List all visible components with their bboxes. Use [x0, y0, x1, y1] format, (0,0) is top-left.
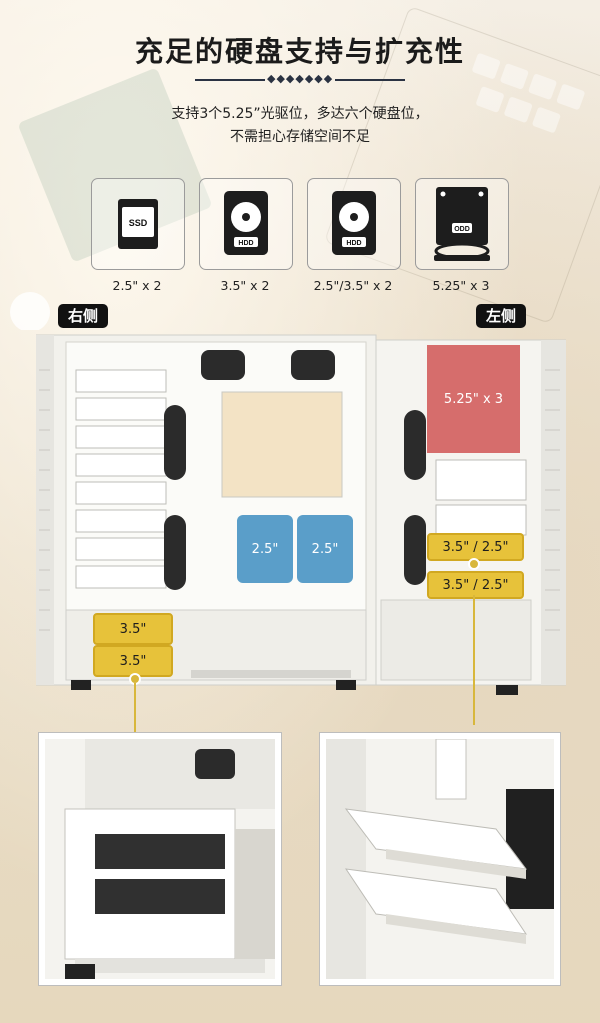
- ssd-icon: SSD: [118, 199, 158, 249]
- optical-cage-photo: [326, 739, 554, 979]
- combo-bay-highlight-a: 3.5" / 2.5": [427, 533, 524, 561]
- subtitle-line-2: 不需担心存储空间不足: [230, 129, 370, 145]
- combo-bay-highlight-b: 3.5" / 2.5": [427, 571, 524, 599]
- hdd-caption-1: 3.5" x 2: [220, 278, 270, 293]
- ssd-bay-highlight-b: 2.5": [297, 515, 353, 583]
- ssd-bay-highlight-a: 2.5": [237, 515, 293, 583]
- title-divider: ◆◆◆◆◆◆◆: [195, 72, 405, 88]
- combo-callout-pin: [468, 558, 480, 570]
- hdd-callout-line: [134, 683, 136, 743]
- hdd-cage-photo: [45, 739, 275, 979]
- odd-icon-label: ODD: [454, 226, 470, 233]
- hdd-icon-label-1: HDD: [238, 240, 253, 247]
- case-diagram: 5.25" x 3 2.5" 2.5" 3.5" 3.5" 3.5" / 2.5…: [35, 330, 567, 743]
- background-decor: [10, 8, 600, 330]
- ssd-icon-label: SSD: [129, 218, 148, 228]
- optical-bay-highlight: 5.25" x 3: [427, 345, 520, 453]
- hdd-caption-2: 2.5"/3.5" x 2: [313, 278, 393, 293]
- hdd-icon: HDD: [332, 191, 376, 255]
- odd-icon: ODD: [434, 187, 490, 261]
- odd-icon-card: ODD: [415, 178, 509, 270]
- hdd-cage-closeup: [39, 733, 281, 985]
- hdd-icon-card-2: HDD: [307, 178, 401, 270]
- ssd-icon-card: SSD: [91, 178, 185, 270]
- right-side-label: 右侧: [58, 304, 109, 328]
- left-side-label: 左侧: [476, 304, 527, 328]
- page-title: 充足的硬盘支持与扩充性: [134, 35, 465, 68]
- hdd-bay-highlight-a: 3.5": [93, 613, 173, 645]
- page-subtitle: 支持3个5.25”光驱位，多达六个硬盘位， 不需担心存储空间不足: [0, 103, 600, 149]
- subtitle-line-1: 支持3个5.25”光驱位，多达六个硬盘位，: [171, 106, 429, 122]
- combo-callout-line: [473, 595, 475, 725]
- hdd-bay-highlight-b: 3.5": [93, 645, 173, 677]
- hdd-icon: HDD: [224, 191, 268, 255]
- ssd-caption: 2.5" x 2: [112, 278, 162, 293]
- hdd-icon-card-1: HDD: [199, 178, 293, 270]
- optical-cage-closeup: [320, 733, 560, 985]
- odd-caption: 5.25" x 3: [432, 278, 490, 293]
- hdd-icon-label-2: HDD: [346, 240, 361, 247]
